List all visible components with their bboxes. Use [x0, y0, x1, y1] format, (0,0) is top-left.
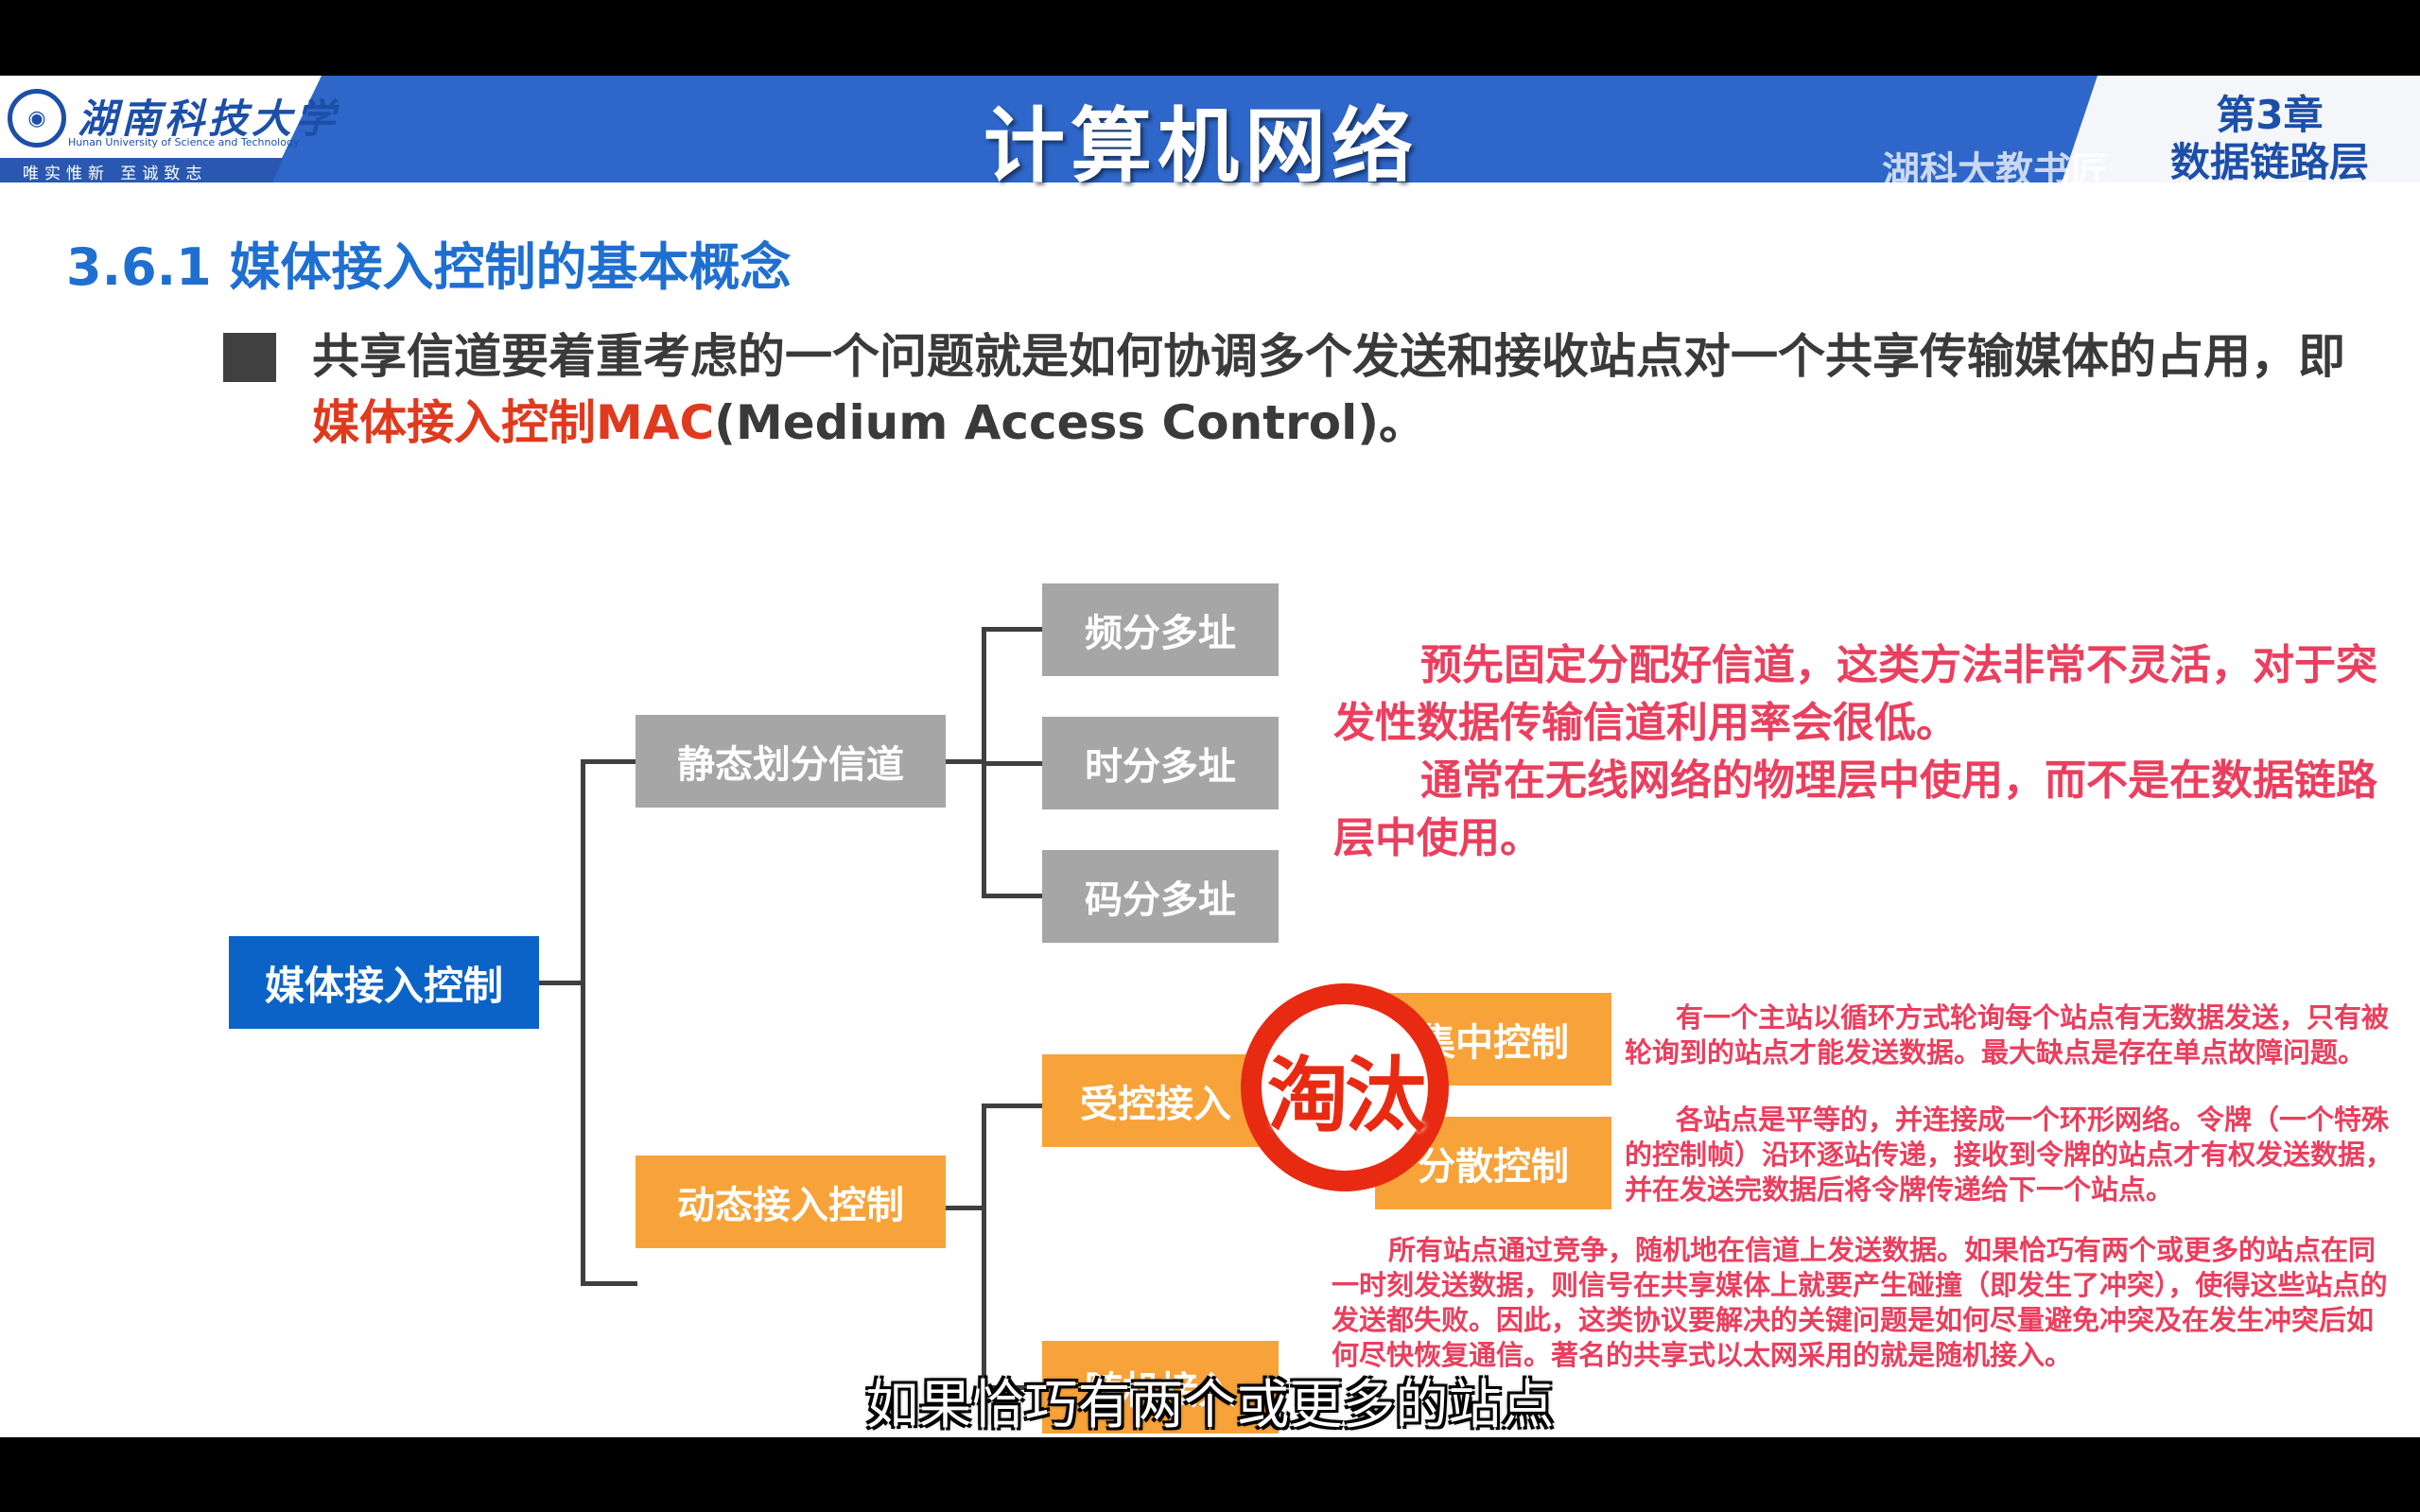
connector [581, 759, 585, 1286]
note-random-access: 所有站点通过竞争，随机地在信道上发送数据。如果恰巧有两个或更多的站点在同一时刻发… [1332, 1234, 2388, 1371]
intro-highlight: 媒体接入控制MAC [312, 395, 715, 450]
intro-paragraph: 共享信道要着重考虑的一个问题就是如何协调多个发送和接收站点对一个共享传输媒体的占… [312, 323, 2374, 456]
node-dynamic-access-control: 动态接入控制 [635, 1156, 946, 1248]
connector [982, 761, 1044, 766]
note-distributed-control: 各站点是平等的，并连接成一个环形网络。令牌（一个特殊的控制帧）沿环逐站传递，接收… [1625, 1104, 2394, 1206]
intro-text-part2: (Medium Access Control)。 [714, 395, 1427, 450]
connector [982, 1385, 1044, 1390]
note-static-line2: 通常在无线网络的物理层中使用，而不是在数据链路层中使用。 [1333, 756, 2377, 862]
node-controlled-access: 受控接入 [1042, 1054, 1279, 1147]
connector [982, 894, 1044, 898]
intro-text-part1: 共享信道要着重考虑的一个问题就是如何协调多个发送和接收站点对一个共享传输媒体的占… [312, 329, 2345, 384]
connector [982, 627, 1044, 632]
watermark: 湖科大教书匠 [1882, 149, 2109, 193]
stamp-ring [1262, 1004, 1428, 1171]
node-tdma: 时分多址 [1042, 717, 1279, 809]
connector [944, 759, 986, 764]
university-motto: 唯实惟新 至诚致志 [23, 165, 208, 183]
node-fdma: 频分多址 [1042, 583, 1279, 676]
connector [581, 759, 637, 764]
node-cdma: 码分多址 [1042, 850, 1279, 943]
section-title: 3.6.1 媒体接入控制的基本概念 [66, 237, 792, 297]
connector [982, 1104, 1044, 1108]
chapter-number: 第3章 [2216, 92, 2324, 138]
slide: ◉ 湖南科技大学 Hunan University of Science and… [0, 76, 2420, 1437]
note-static-line1: 预先固定分配好信道，这类方法非常不灵活，对于突发性数据传输信道利用率会很低。 [1333, 641, 2377, 747]
chapter-name: 数据链路层 [2169, 139, 2369, 185]
stamp-text: 淘汰 [1267, 1048, 1426, 1143]
note-static-channel: 预先固定分配好信道，这类方法非常不灵活，对于突发性数据传输信道利用率会很低。 通… [1333, 636, 2402, 867]
university-name-en: Hunan University of Science and Technolo… [68, 136, 300, 148]
connector [581, 1281, 637, 1286]
course-title: 计算机网络 [984, 99, 1419, 194]
logo-motto-strip [0, 158, 284, 182]
connector [537, 981, 584, 985]
video-subtitle: 如果恰巧有两个或更多的站点 [865, 1375, 1555, 1436]
university-seal-icon: ◉ [8, 89, 66, 148]
node-static-channel-division: 静态划分信道 [635, 715, 946, 808]
connector [982, 1104, 986, 1390]
connector [944, 1206, 986, 1210]
header-band [0, 76, 2420, 182]
bullet-square-icon [223, 333, 276, 382]
node-random-access: 随机接入 [1042, 1341, 1279, 1434]
node-media-access-control: 媒体接入控制 [229, 936, 539, 1029]
note-centralized-control: 有一个主站以循环方式轮询每个站点有无数据发送，只有被轮询到的站点才能发送数据。最… [1625, 1001, 2390, 1069]
header-chapter-panel [2062, 76, 2420, 182]
obsolete-stamp: 淘汰 [1241, 983, 1449, 1191]
university-name-cn: 湖南科技大学 [78, 96, 339, 142]
